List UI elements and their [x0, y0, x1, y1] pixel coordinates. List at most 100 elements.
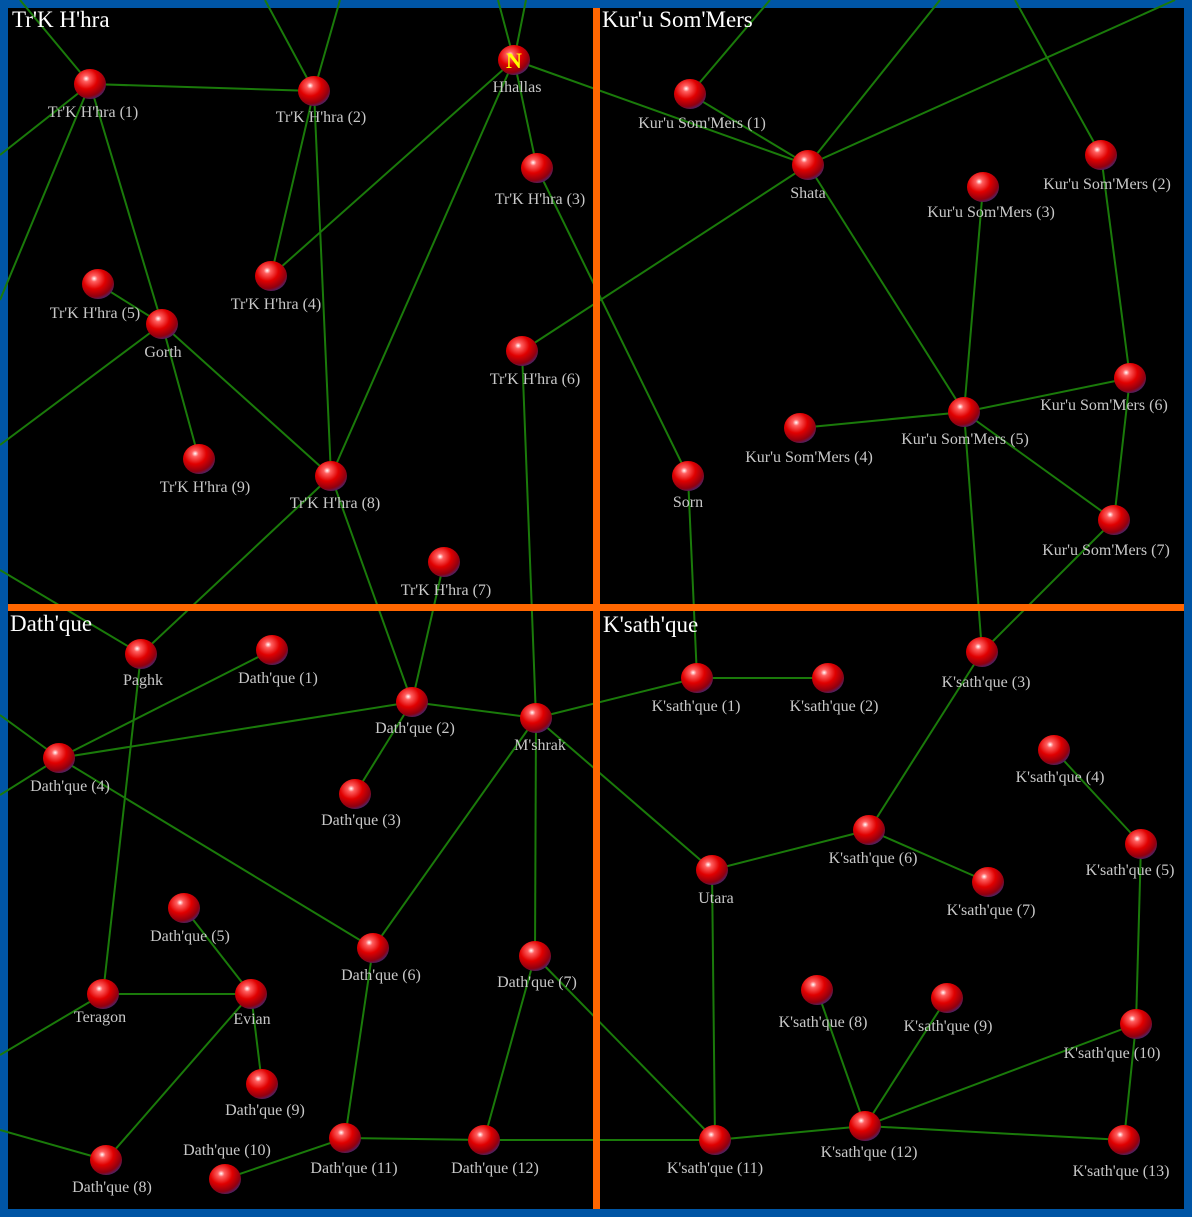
system-d8[interactable]: Dath'que (8)	[72, 1145, 152, 1196]
system-d6[interactable]: Dath'que (6)	[341, 933, 421, 984]
star-sphere-icon[interactable]	[146, 309, 178, 339]
system-ksm4[interactable]: Kur'u Som'Mers (4)	[745, 413, 873, 466]
star-sphere-icon[interactable]	[812, 663, 844, 693]
star-sphere-icon[interactable]	[849, 1111, 881, 1141]
star-sphere-icon[interactable]	[674, 79, 706, 109]
star-sphere-icon[interactable]	[1125, 829, 1157, 859]
star-sphere-icon[interactable]	[396, 687, 428, 717]
system-ks9[interactable]: K'sath'que (9)	[904, 983, 993, 1035]
star-sphere-icon[interactable]	[315, 461, 347, 491]
system-ks3[interactable]: K'sath'que (3)	[942, 637, 1031, 691]
star-sphere-icon[interactable]	[521, 153, 553, 183]
star-sphere-icon[interactable]	[428, 547, 460, 577]
system-shata[interactable]: Shata	[790, 150, 826, 202]
star-sphere-icon[interactable]	[792, 150, 824, 180]
star-sphere-icon[interactable]	[1085, 140, 1117, 170]
system-ks12[interactable]: K'sath'que (12)	[821, 1111, 918, 1161]
star-sphere-icon[interactable]	[1108, 1125, 1140, 1155]
star-sphere-icon[interactable]	[967, 172, 999, 202]
system-d5[interactable]: Dath'que (5)	[150, 893, 230, 945]
star-sphere-icon[interactable]	[506, 336, 538, 366]
system-ks13[interactable]: K'sath'que (13)	[1073, 1125, 1170, 1180]
star-sphere-icon[interactable]	[931, 983, 963, 1013]
system-d3[interactable]: Dath'que (3)	[321, 779, 401, 829]
star-sphere-icon[interactable]	[520, 703, 552, 733]
star-sphere-icon[interactable]	[74, 69, 106, 99]
system-d1[interactable]: Dath'que (1)	[238, 635, 318, 687]
star-sphere-icon[interactable]	[183, 444, 215, 474]
star-sphere-icon[interactable]	[853, 815, 885, 845]
star-sphere-icon[interactable]	[256, 635, 288, 665]
star-sphere-icon[interactable]	[784, 413, 816, 443]
system-trk5[interactable]: Tr'K H'hra (5)	[50, 269, 141, 322]
star-sphere-icon[interactable]	[90, 1145, 122, 1175]
star-sphere-icon[interactable]	[298, 76, 330, 106]
system-d12[interactable]: Dath'que (12)	[451, 1125, 539, 1177]
system-ks7[interactable]: K'sath'que (7)	[947, 867, 1036, 919]
system-trk2[interactable]: Tr'K H'hra (2)	[276, 76, 367, 126]
system-ksm7[interactable]: Kur'u Som'Mers (7)	[1042, 505, 1170, 559]
star-sphere-icon[interactable]	[339, 779, 371, 809]
star-sphere-icon[interactable]	[168, 893, 200, 923]
system-trk8[interactable]: Tr'K H'hra (8)	[290, 461, 381, 512]
star-sphere-icon[interactable]	[1098, 505, 1130, 535]
star-sphere-icon[interactable]	[255, 261, 287, 291]
star-sphere-icon[interactable]	[82, 269, 114, 299]
system-ks4[interactable]: K'sath'que (4)	[1016, 735, 1105, 786]
system-trk6[interactable]: Tr'K H'hra (6)	[490, 336, 581, 388]
system-ks6[interactable]: K'sath'que (6)	[829, 815, 918, 867]
system-trk7[interactable]: Tr'K H'hra (7)	[401, 547, 492, 599]
system-d9[interactable]: Dath'que (9)	[225, 1069, 305, 1119]
system-ksm2[interactable]: Kur'u Som'Mers (2)	[1043, 140, 1171, 193]
system-teragon[interactable]: Teragon	[74, 979, 126, 1026]
system-mshrak[interactable]: M'shrak	[514, 703, 566, 754]
star-sphere-icon[interactable]	[1114, 363, 1146, 393]
system-d4[interactable]: Dath'que (4)	[30, 743, 110, 795]
system-ks10[interactable]: K'sath'que (10)	[1064, 1009, 1161, 1062]
star-sphere-icon[interactable]	[699, 1125, 731, 1155]
star-sphere-icon[interactable]	[672, 461, 704, 491]
star-sphere-icon[interactable]	[972, 867, 1004, 897]
system-trk1[interactable]: Tr'K H'hra (1)	[48, 69, 139, 121]
system-trk9[interactable]: Tr'K H'hra (9)	[160, 444, 251, 496]
star-sphere-icon[interactable]	[87, 979, 119, 1009]
system-ksm5[interactable]: Kur'u Som'Mers (5)	[901, 397, 1029, 448]
star-sphere-icon[interactable]	[966, 637, 998, 667]
star-sphere-icon[interactable]	[43, 743, 75, 773]
star-sphere-icon[interactable]	[681, 663, 713, 693]
star-sphere-icon[interactable]	[498, 45, 530, 75]
star-sphere-icon[interactable]	[209, 1164, 241, 1194]
star-sphere-icon[interactable]	[125, 639, 157, 669]
system-ks5[interactable]: K'sath'que (5)	[1086, 829, 1175, 879]
star-sphere-icon[interactable]	[948, 397, 980, 427]
system-evian[interactable]: Evian	[233, 979, 271, 1028]
star-sphere-icon[interactable]	[801, 975, 833, 1005]
star-sphere-icon[interactable]	[696, 855, 728, 885]
system-ksm1[interactable]: Kur'u Som'Mers (1)	[638, 79, 766, 132]
star-sphere-icon[interactable]	[468, 1125, 500, 1155]
system-ks8[interactable]: K'sath'que (8)	[779, 975, 868, 1031]
system-sorn[interactable]: Sorn	[672, 461, 704, 511]
system-ksm3[interactable]: Kur'u Som'Mers (3)	[927, 172, 1055, 221]
star-sphere-icon[interactable]	[357, 933, 389, 963]
system-d7[interactable]: Dath'que (7)	[497, 941, 577, 991]
star-sphere-icon[interactable]	[1120, 1009, 1152, 1039]
system-utara[interactable]: Utara	[696, 855, 734, 907]
system-paghk[interactable]: Paghk	[123, 639, 163, 689]
star-sphere-icon[interactable]	[1038, 735, 1070, 765]
star-sphere-icon[interactable]	[246, 1069, 278, 1099]
star-sphere-icon[interactable]	[235, 979, 267, 1009]
system-gorth[interactable]: Gorth	[144, 309, 182, 361]
system-ks2[interactable]: K'sath'que (2)	[790, 663, 879, 715]
system-ks11[interactable]: K'sath'que (11)	[667, 1125, 763, 1177]
star-sphere-icon[interactable]	[519, 941, 551, 971]
system-trk4[interactable]: Tr'K H'hra (4)	[231, 261, 322, 313]
system-d10[interactable]: Dath'que (10)	[183, 1142, 271, 1194]
system-d11[interactable]: Dath'que (11)	[310, 1123, 398, 1177]
system-ks1[interactable]: K'sath'que (1)	[652, 663, 741, 715]
system-d2[interactable]: Dath'que (2)	[375, 687, 455, 737]
star-sphere-icon[interactable]	[329, 1123, 361, 1153]
system-ksm6[interactable]: Kur'u Som'Mers (6)	[1040, 363, 1168, 414]
system-trk3[interactable]: Tr'K H'hra (3)	[495, 153, 586, 208]
